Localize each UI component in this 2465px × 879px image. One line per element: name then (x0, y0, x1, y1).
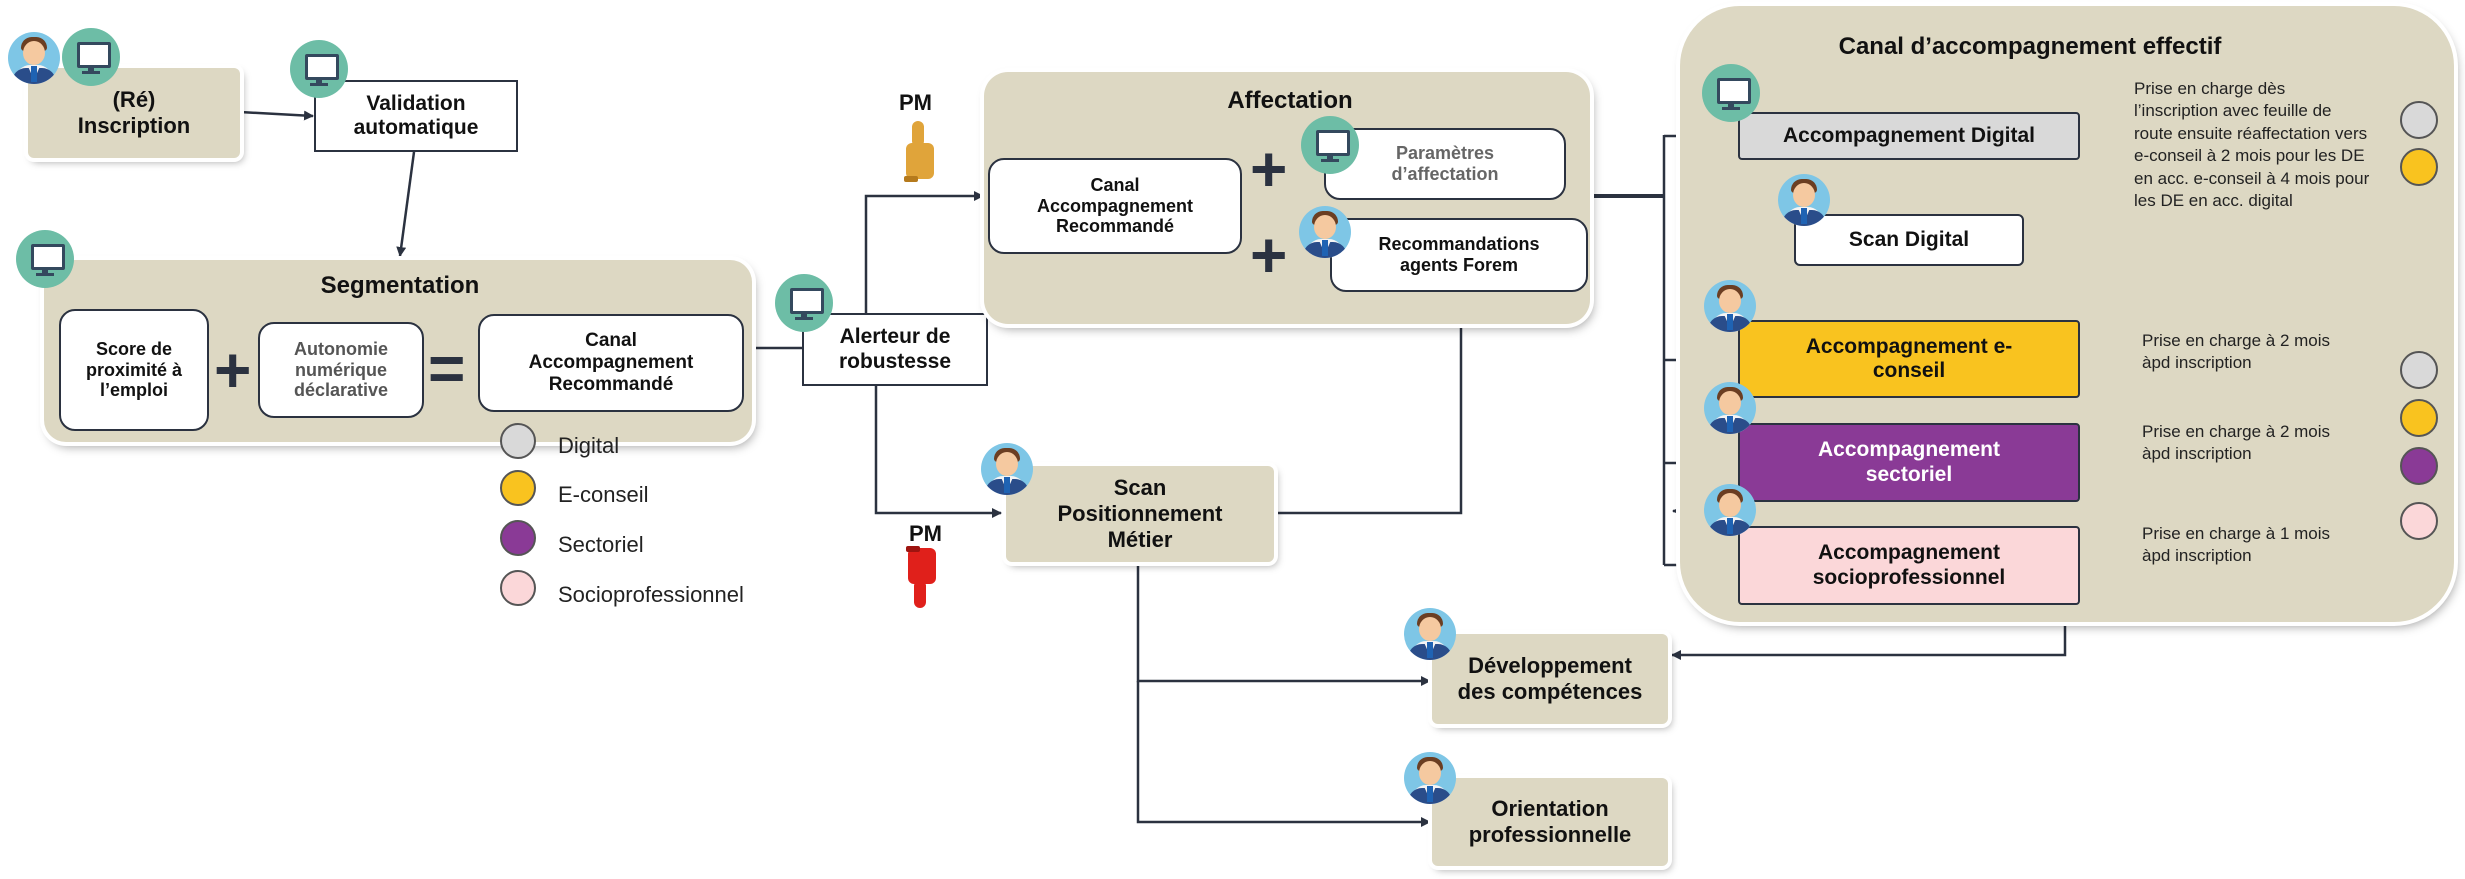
arrow-alerteur-affectation (864, 191, 984, 313)
agent-avatar-icon (1299, 206, 1351, 258)
autonomie-box: Autonomie numérique déclarative (258, 322, 424, 418)
note-sectoriel: Prise en charge à 2 mois àpd inscription (2142, 422, 2331, 464)
recommandations-label: Recommandations agents Forem (1378, 234, 1540, 275)
note-dot-econseil (2400, 399, 2438, 437)
acc-digital-box: Accompagnement Digital (1738, 112, 2080, 160)
agent-avatar-icon (981, 443, 1033, 495)
plus-operator-top: + (1250, 133, 1288, 205)
pm-label-down: PM (909, 521, 942, 546)
developpement-box: Développement des compétences (1432, 634, 1668, 724)
note-socio: Prise en charge à 1 mois àpd inscription (2142, 524, 2331, 566)
validation-box: Validation automatique (314, 80, 518, 152)
scan-digital-box: Scan Digital (1794, 214, 2024, 266)
thumbs-up-icon (904, 121, 934, 182)
acc-sectoriel-box: Accompagnement sectoriel (1738, 423, 2080, 502)
inscription-box: (Ré) Inscription (28, 68, 240, 158)
agent-avatar-icon (1778, 174, 1830, 226)
legend-label-sectoriel: Sectoriel (558, 532, 644, 557)
canal-effectif-panel (1680, 6, 2454, 622)
pm-label-up: PM (899, 90, 932, 115)
legend-dot-sectoriel (500, 520, 536, 556)
computer-icon (775, 274, 833, 332)
acc-sectoriel-label: Accompagnement sectoriel (1817, 438, 2001, 486)
agent-avatar-icon (1704, 382, 1756, 434)
autonomie-label: Autonomie numérique déclarative (293, 338, 389, 401)
agent-avatar-icon (1404, 752, 1456, 804)
arrow-validation-segmentation (396, 151, 416, 257)
acc-digital-label: Accompagnement Digital (1782, 123, 2036, 147)
arrow-inscription-validation (239, 110, 314, 121)
acc-socio-box: Accompagnement socioprofessionnel (1738, 526, 2080, 605)
note-digital: Prise en charge dès l’inscription avec f… (2134, 79, 2370, 211)
arrow-scan-developpement (1136, 566, 1431, 686)
note-dot-digital-top (2400, 101, 2438, 139)
segmentation-title: Segmentation (320, 272, 480, 299)
developpement-label: Développement des compétences (1457, 653, 1643, 704)
legend-label-econseil: E-conseil (558, 482, 649, 507)
agent-avatar-icon (1704, 484, 1756, 536)
alerteur-label: Alerteur de robustesse (838, 325, 952, 373)
canal-affectation-box: Canal Accompagnement Recommandé (988, 158, 1242, 254)
note-dot-econseil-top (2400, 148, 2438, 186)
computer-icon (62, 28, 120, 86)
parametres-label: Paramètres d’affectation (1391, 143, 1499, 184)
legend-dot-socio (500, 570, 536, 606)
inscription-label: (Ré) Inscription (77, 87, 191, 138)
computer-icon (1702, 64, 1760, 122)
legend-label-socio: Socioprofessionnel (558, 582, 744, 607)
arrow-scan-recommandations (1275, 291, 1466, 515)
agent-avatar-icon (1404, 608, 1456, 660)
legend-dot-digital (500, 423, 536, 459)
note-dot-sectoriel (2400, 447, 2438, 485)
scan-metier-label: Scan Positionnement Métier (1057, 475, 1223, 552)
alerteur-box: Alerteur de robustesse (802, 313, 988, 386)
recommandations-box: Recommandations agents Forem (1330, 218, 1588, 292)
canal-segmentation-label: Canal Accompagnement Recommandé (528, 330, 694, 395)
thumbs-down-icon (906, 546, 936, 608)
scan-digital-label: Scan Digital (1848, 227, 1970, 251)
score-label: Score de proximité à l’emploi (85, 338, 183, 401)
orientation-box: Orientation professionnelle (1432, 778, 1668, 866)
plus-operator: + (214, 334, 252, 406)
agent-avatar-icon (8, 32, 60, 84)
acc-socio-label: Accompagnement socioprofessionnel (1812, 541, 2006, 589)
arrow-alerteur-scan (874, 386, 1002, 518)
arrow-scan-orientation (1136, 681, 1431, 827)
canal-effectif-title: Canal d’accompagnement effectif (1838, 33, 2222, 60)
scan-metier-box: Scan Positionnement Métier (1006, 466, 1274, 562)
note-econseil: Prise en charge à 2 mois àpd inscription (2142, 331, 2331, 373)
note-dot-socio (2400, 502, 2438, 540)
affectation-title: Affectation (1227, 87, 1353, 114)
validation-label: Validation automatique (353, 91, 479, 139)
note-dot-digital (2400, 351, 2438, 389)
agent-avatar-icon (1704, 280, 1756, 332)
orientation-label: Orientation professionnelle (1468, 796, 1632, 847)
canal-segmentation-box: Canal Accompagnement Recommandé (478, 314, 744, 412)
acc-econseil-label: Accompagnement e-conseil (1805, 334, 2013, 382)
plus-operator-bottom: + (1250, 219, 1288, 291)
parametres-box: Paramètres d’affectation (1324, 128, 1566, 200)
canal-affectation-label: Canal Accompagnement Recommandé (1036, 174, 1194, 237)
computer-icon (16, 230, 74, 288)
computer-icon (1301, 116, 1359, 174)
score-box: Score de proximité à l’emploi (59, 309, 209, 431)
acc-econseil-box: Accompagnement e-conseil (1738, 320, 2080, 398)
equals-operator: = (428, 332, 466, 404)
computer-icon (290, 40, 348, 98)
legend-dot-econseil (500, 470, 536, 506)
legend-label-digital: Digital (558, 433, 620, 458)
